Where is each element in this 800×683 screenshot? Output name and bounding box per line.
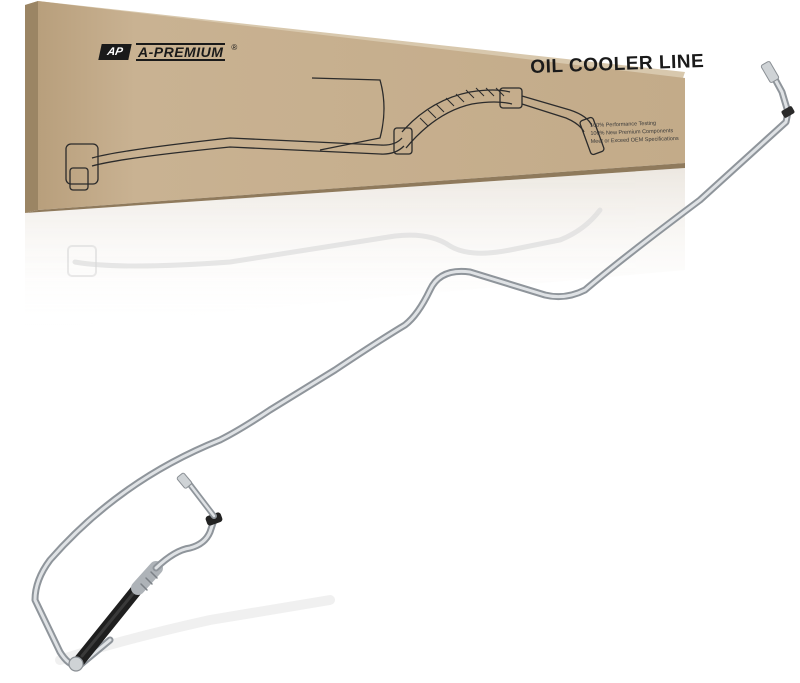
brand-block: AP A-PREMIUM ® [98,43,238,61]
oil-cooler-line [31,61,795,672]
box-feature-list: 100% Performance Testing 100% New Premiu… [590,119,679,146]
brand-name: A-PREMIUM [136,43,226,61]
registered-mark: ® [231,43,238,52]
product-box [25,1,685,213]
box-part-illustration [65,77,605,191]
ap-logo-icon: AP [98,44,132,60]
box-reflection [25,168,685,330]
